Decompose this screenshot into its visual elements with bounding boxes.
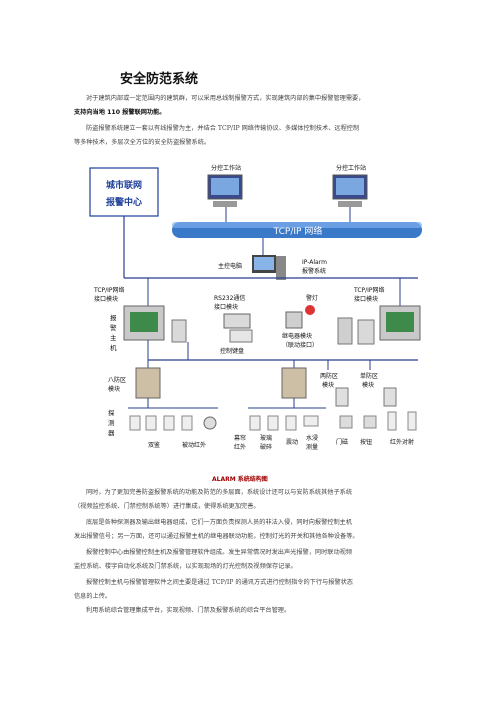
glass-label-1: 玻璃 (260, 434, 272, 442)
alarm-system-diagram: 城市联网 报警中心 分控工作站 分控工作站 (88, 160, 438, 470)
city-center-box: 城市联网 报警中心 (89, 167, 159, 278)
city-center-label-1: 城市联网 (106, 179, 142, 191)
zone1-label-1: 单防区 (360, 372, 378, 380)
main-pc: 主控电脑 IP-Alarm 报警系统 (218, 238, 327, 280)
glass-label-2: 破碎 (260, 443, 272, 451)
dual-label: 双鉴 (148, 441, 160, 449)
software-label-1: IP-Alarm (302, 259, 327, 266)
paragraph-4: 底层是各种探测器及输出继电器组成，它们一方面负责探测人员的非法入侵，同时向报警控… (74, 519, 359, 540)
keypad-label: 控制键盘 (220, 347, 244, 355)
zone8-module: 八防区 模块 (108, 360, 161, 399)
tcp-right-label-1: TCP/IP网络 (353, 286, 385, 294)
rs232-label-2: 接口模块 (214, 303, 238, 311)
diagram-caption: ALARM 系统结构图 (212, 476, 268, 483)
paragraph-2: 防盗报警系统建立一套以有线报警为主，并结合 TCP/IP 网络传输协议、多媒体控… (74, 125, 360, 146)
zone2-module: 两防区 模块 (320, 360, 349, 407)
network-label: TCP/IP 网络 (273, 225, 323, 237)
relay-module (285, 311, 303, 329)
zone2-label-1: 两防区 (320, 372, 338, 380)
detector-label-3: 器 (108, 429, 115, 437)
alarm-light-label: 警灯 (306, 294, 318, 302)
detector-label-2: 测 (108, 419, 115, 427)
main-pc-label: 主控电脑 (218, 262, 242, 270)
host-label-3: 主 (110, 333, 117, 342)
tcp-left-label-1: TCP/IP网络 (93, 286, 125, 294)
host-label-2: 警 (110, 323, 117, 332)
door-label: 门磁 (336, 438, 348, 446)
network-bar: TCP/IP 网络 (172, 222, 422, 238)
center-zone-module (281, 360, 307, 399)
zone2-label-2: 模块 (322, 381, 334, 389)
paragraph-3: 同时，为了更加完善防盗报警系统的功能及防范的多层面，系统设计还可以与安防系统其他… (74, 489, 353, 510)
host-label-4: 机 (110, 343, 117, 352)
water-label-2: 测量 (306, 443, 318, 451)
zone8-label-2: 模块 (108, 385, 120, 393)
curtain-label-2: 红外 (234, 443, 246, 451)
beam-label: 红外对射 (390, 438, 414, 446)
water-label-1: 水浸 (306, 434, 318, 442)
tcp-right-label-2: 接口模块 (354, 295, 378, 303)
zone1-label-2: 模块 (362, 381, 374, 389)
software-label-2: 报警系统 (302, 267, 326, 275)
intro-paragraph: 对于建筑内部或一定范围内的建筑群，可以采用总线制报警方式，实现建筑内部的集中报警… (74, 95, 365, 116)
host-label-1: 报 (110, 313, 117, 322)
relay-label-1: 继电器模块 (282, 332, 312, 340)
zone8-label-1: 八防区 (108, 376, 126, 384)
rs232-label-1: RS232通信 (214, 294, 245, 302)
city-center-label-2: 报警中心 (106, 196, 142, 208)
paragraph-5: 报警控制中心由报警控制主机及报警管理软件组成。发生异常情况时发出声光报警，同时联… (74, 549, 353, 570)
ws-left-label: 分控工作站 (211, 164, 241, 172)
paragraph-7: 利用系统综合管理集成平台，实现视频、门禁及报警系统的综合平台管理。 (86, 607, 291, 614)
button-label: 按钮 (360, 438, 372, 446)
zone1-module: 单防区 模块 (360, 360, 397, 407)
rs232-module (223, 313, 251, 329)
tcp-left-label-2: 接口模块 (94, 295, 118, 303)
alarm-host-left: 报 警 主 机 (110, 305, 187, 352)
workstation-right: 分控工作站 (332, 164, 368, 222)
paragraph-6: 报警控制主机与报警管理软件之间主要是通过 TCP/IP 的通讯方式进行控制指令的… (74, 579, 353, 600)
relay-label-2: （联动接口） (282, 341, 318, 349)
alarm-light-icon (305, 305, 315, 315)
page-title: 安全防范系统 (120, 72, 199, 87)
vibration-label: 震动 (286, 439, 298, 446)
curtain-label-1: 幕帘 (234, 434, 246, 442)
detector-label-1: 探 (108, 408, 115, 417)
keypad-device (229, 329, 253, 343)
alarm-host-right (337, 305, 421, 345)
workstation-left: 分控工作站 (207, 164, 243, 222)
ws-right-label: 分控工作站 (336, 164, 366, 172)
pir-label: 被动红外 (182, 441, 206, 449)
